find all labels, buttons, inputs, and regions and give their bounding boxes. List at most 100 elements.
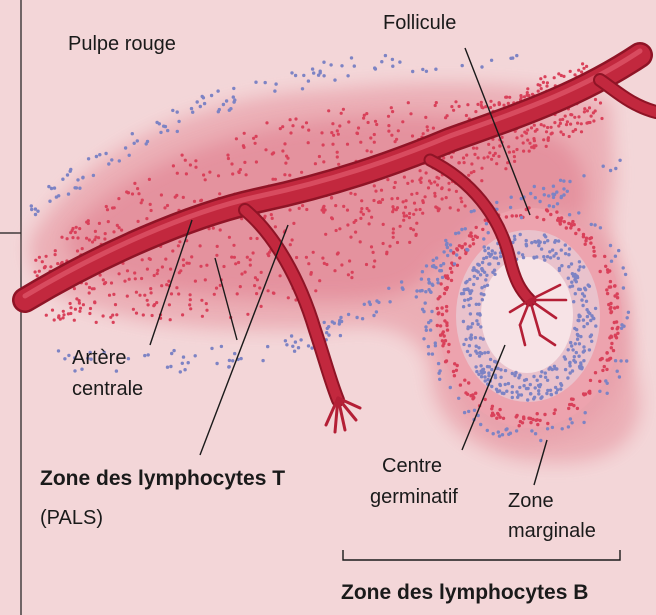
mantle-dot — [464, 281, 467, 284]
lymphocyte-dot — [38, 270, 41, 273]
label-germinal-center-1: Centre — [382, 455, 442, 477]
mantle-dot — [489, 358, 492, 361]
outer-lymphocyte-dot — [143, 354, 146, 357]
outer-lymphocyte-dot — [322, 61, 325, 64]
lymphocyte-dot — [256, 237, 259, 240]
outer-lymphocyte-dot — [614, 359, 617, 362]
lymphocyte-dot — [216, 245, 219, 248]
lymphocyte-dot — [418, 178, 421, 181]
lymphocyte-dot — [387, 124, 390, 127]
mantle-dot — [479, 325, 482, 328]
lymphocyte-dot — [104, 281, 107, 284]
mantle-dot — [472, 283, 475, 286]
lymphocyte-dot — [380, 189, 383, 192]
marginal-zone-dot — [481, 228, 484, 231]
lymphocyte-dot — [148, 178, 151, 181]
outer-lymphocyte-dot — [422, 337, 425, 340]
marginal-zone-dot — [613, 294, 616, 297]
lymphocyte-dot — [452, 109, 455, 112]
lymphocyte-dot — [305, 208, 308, 211]
outer-lymphocyte-dot — [479, 423, 482, 426]
outer-lymphocyte-dot — [215, 362, 218, 365]
lymphocyte-dot — [379, 201, 382, 204]
outer-lymphocyte-dot — [534, 432, 537, 435]
mantle-dot — [469, 337, 472, 340]
marginal-zone-dot — [553, 412, 556, 415]
marginal-zone-dot — [464, 252, 467, 255]
outer-lymphocyte-dot — [438, 269, 441, 272]
outer-lymphocyte-dot — [483, 245, 486, 248]
marginal-zone-dot — [437, 297, 440, 300]
outer-lymphocyte-dot — [446, 254, 449, 257]
lymphocyte-dot — [369, 136, 372, 139]
lymphocyte-dot — [234, 262, 237, 265]
outer-lymphocyte-dot — [449, 249, 452, 252]
lymphocyte-dot — [539, 77, 542, 80]
lymphocyte-dot — [177, 292, 180, 295]
mantle-dot — [540, 247, 543, 250]
lymphocyte-dot — [285, 155, 288, 158]
lymphocyte-dot — [236, 292, 239, 295]
mantle-dot — [550, 393, 553, 396]
outer-lymphocyte-dot — [110, 158, 113, 161]
mantle-dot — [545, 392, 548, 395]
lymphocyte-dot — [540, 87, 543, 90]
lymphocyte-dot — [163, 206, 166, 209]
lymphocyte-dot — [550, 126, 553, 129]
lymphocyte-dot — [284, 162, 287, 165]
lymphocyte-dot — [528, 142, 531, 145]
outer-lymphocyte-dot — [231, 359, 234, 362]
mantle-dot — [477, 346, 480, 349]
lymphocyte-dot — [526, 94, 529, 97]
lymphocyte-dot — [222, 265, 225, 268]
outer-lymphocyte-dot — [210, 347, 213, 350]
mantle-dot — [537, 392, 540, 395]
label-red-pulp: Pulpe rouge — [68, 33, 176, 55]
lymphocyte-dot — [274, 178, 277, 181]
mantle-dot — [581, 292, 584, 295]
marginal-zone-dot — [563, 220, 566, 223]
outer-lymphocyte-dot — [568, 213, 571, 216]
outer-lymphocyte-dot — [375, 299, 378, 302]
lymphocyte-dot — [350, 276, 353, 279]
outer-lymphocyte-dot — [202, 96, 205, 99]
mantle-dot — [526, 387, 529, 390]
outer-lymphocyte-dot — [194, 354, 197, 357]
outer-lymphocyte-dot — [470, 210, 473, 213]
mantle-dot — [537, 389, 540, 392]
lymphocyte-dot — [149, 203, 152, 206]
lymphocyte-dot — [140, 277, 143, 280]
lymphocyte-dot — [137, 220, 140, 223]
marginal-zone-dot — [610, 342, 613, 345]
outer-lymphocyte-dot — [87, 157, 90, 160]
marginal-zone-dot — [536, 418, 539, 421]
lymphocyte-dot — [569, 123, 572, 126]
mantle-dot — [533, 396, 536, 399]
outer-lymphocyte-dot — [53, 186, 56, 189]
outer-lymphocyte-dot — [457, 397, 460, 400]
outer-lymphocyte-dot — [159, 131, 162, 134]
lymphocyte-dot — [354, 231, 357, 234]
marginal-zone-dot — [560, 216, 563, 219]
lymphocyte-dot — [435, 176, 438, 179]
outer-lymphocyte-dot — [551, 193, 554, 196]
marginal-zone-dot — [492, 413, 495, 416]
outer-lymphocyte-dot — [391, 65, 394, 68]
outer-lymphocyte-dot — [444, 239, 447, 242]
marginal-zone-dot — [471, 394, 474, 397]
marginal-zone-dot — [450, 279, 453, 282]
mantle-dot — [560, 264, 563, 267]
outer-lymphocyte-dot — [495, 201, 498, 204]
lymphocyte-dot — [305, 256, 308, 259]
mantle-dot — [563, 355, 566, 358]
outer-lymphocyte-dot — [326, 327, 329, 330]
lymphocyte-dot — [373, 184, 376, 187]
lymphocyte-dot — [367, 121, 370, 124]
outer-lymphocyte-dot — [290, 334, 293, 337]
outer-lymphocyte-dot — [170, 352, 173, 355]
marginal-zone-dot — [436, 324, 439, 327]
lymphocyte-dot — [272, 291, 275, 294]
lymphocyte-dot — [464, 204, 467, 207]
lymphocyte-dot — [533, 124, 536, 127]
mantle-dot — [490, 368, 493, 371]
